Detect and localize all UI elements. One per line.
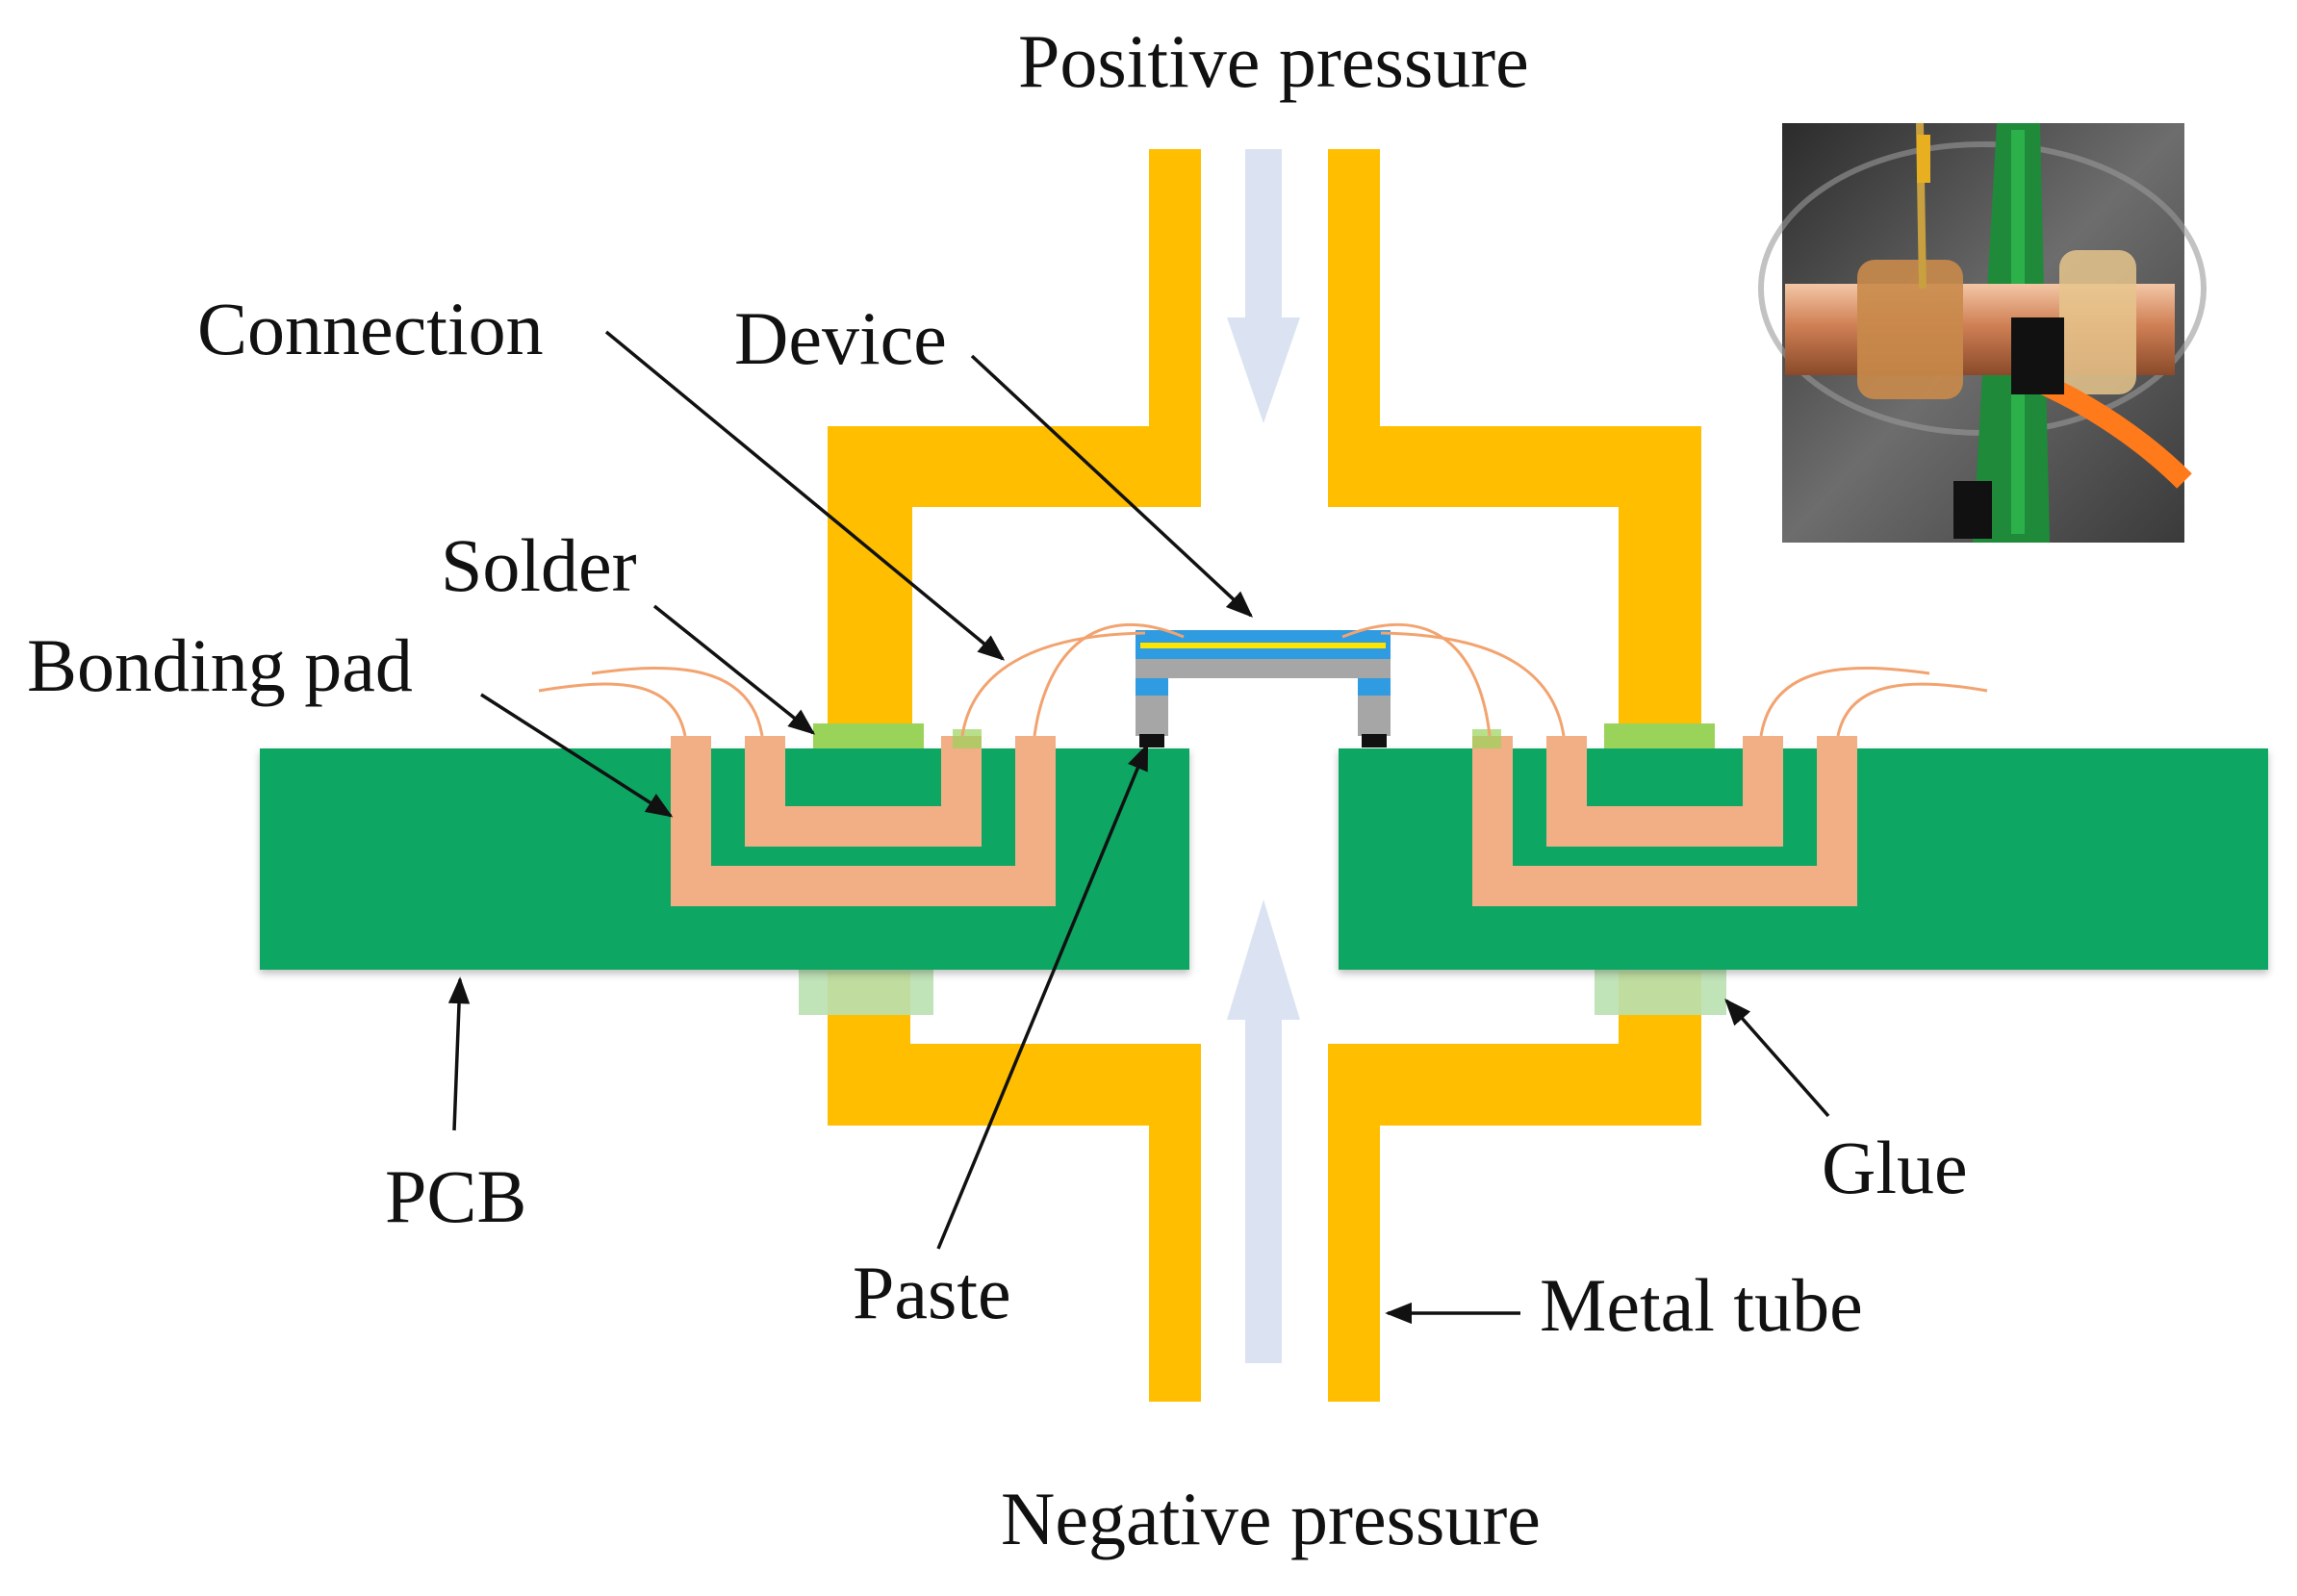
paste (1139, 734, 1387, 747)
glue-label: Glue (1822, 1126, 1968, 1209)
arrow-connection (604, 330, 1006, 661)
glue (799, 967, 1726, 1015)
arrow-glue (1724, 998, 1830, 1118)
device-label: Device (734, 296, 947, 380)
paste-label: Paste (853, 1251, 1011, 1334)
bonding-pads-right (1472, 736, 1857, 906)
arrow-paste (936, 743, 1149, 1250)
bond-wires (538, 623, 1988, 737)
arrow-bonding-pad (480, 693, 674, 818)
positive-pressure-label: Positive pressure (1018, 19, 1529, 103)
lower-metal-tube (828, 972, 1701, 1402)
arrow-device (970, 354, 1254, 618)
metal-tube-label: Metal tube (1540, 1263, 1863, 1347)
device (1136, 630, 1391, 736)
solder-label: Solder (441, 523, 637, 607)
arrow-pcb (447, 976, 471, 1131)
leader-arrows (447, 330, 1830, 1325)
bonding-pad-label: Bonding pad (27, 623, 413, 707)
negative-pressure-label: Negative pressure (1001, 1477, 1541, 1560)
photo-inset (1758, 122, 2207, 543)
bonding-pads-left (671, 736, 1056, 906)
solder (813, 723, 1715, 748)
connection-label: Connection (197, 287, 544, 370)
flow-arrow-down (1227, 149, 1300, 423)
pcb-label: PCB (385, 1154, 526, 1238)
arrow-solder (652, 604, 816, 735)
upper-metal-tube (828, 149, 1701, 746)
flow-arrow-up (1227, 899, 1300, 1363)
